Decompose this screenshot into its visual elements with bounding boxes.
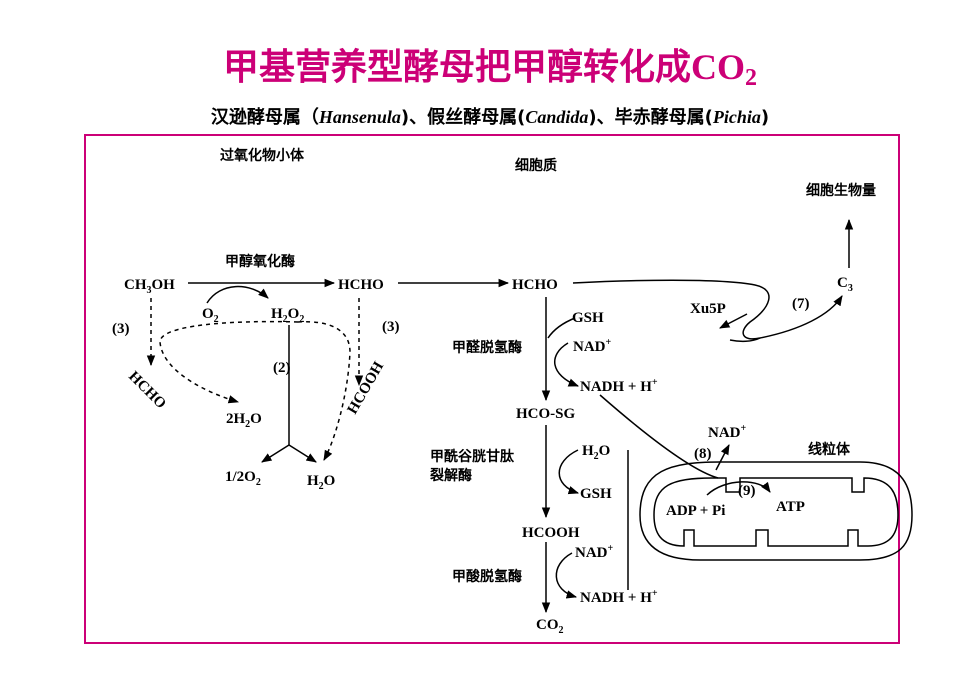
step-7: (7) bbox=[792, 296, 810, 312]
species-half-o2: 1/2O2 bbox=[225, 469, 261, 488]
step-2: (2) bbox=[273, 360, 291, 376]
species-nadh-1: NADH + H+ bbox=[580, 377, 658, 395]
species-hcho-rotated: HCHO bbox=[125, 369, 169, 413]
species-o2: O2 bbox=[202, 306, 219, 325]
species-atp: ATP bbox=[776, 499, 805, 515]
arrow-o2-to-h2o2 bbox=[206, 285, 269, 304]
arrow-nad-to-nadh-2 bbox=[555, 552, 578, 599]
arrow-adp-to-atp bbox=[706, 481, 771, 496]
arrow-dashed-to-h2o bbox=[297, 321, 351, 461]
species-ch3oh: CH3OH bbox=[124, 277, 175, 296]
species-gsh-out: GSH bbox=[580, 486, 612, 502]
arrow-to-xu5p bbox=[729, 337, 761, 343]
mitochondrion-cristae bbox=[653, 477, 899, 547]
arrow-nadh-to-mitochondrion bbox=[599, 394, 719, 479]
diagram-frame bbox=[84, 134, 900, 644]
species-hcho-peroxisome: HCHO bbox=[338, 277, 384, 293]
mitochondrion-outer bbox=[639, 461, 913, 561]
label-cytoplasm: 细胞质 bbox=[515, 157, 557, 174]
page-subtitle: 汉逊酵母属（Hansenula)、假丝酵母属(Candida)、毕赤酵母属(Pi… bbox=[210, 107, 770, 128]
arrow-to-nad-8 bbox=[715, 444, 730, 471]
arrow-to-half-o2 bbox=[261, 444, 290, 463]
species-hcooh-rotated: HCOOH bbox=[345, 359, 388, 417]
label-formylglutathione-hydrolase-1: 甲酰谷胱甘肽 bbox=[430, 448, 515, 465]
arrow-gsh-in bbox=[547, 317, 576, 339]
label-formaldehyde-dehydrogenase: 甲醛脱氢酶 bbox=[452, 339, 522, 356]
arrow-h2o-to-gsh bbox=[558, 449, 579, 495]
step-3-left: (3) bbox=[112, 321, 130, 337]
species-co2: CO2 bbox=[536, 617, 564, 636]
species-hcho-cytoplasm: HCHO bbox=[512, 277, 558, 293]
label-peroxisome: 过氧化物小体 bbox=[220, 147, 305, 164]
label-methanol-oxidase: 甲醇氧化酶 bbox=[225, 253, 295, 270]
species-h2o-2: H2O bbox=[582, 443, 610, 462]
species-hco-sg: HCO-SG bbox=[516, 406, 576, 422]
arrow-dashed-loop-to-2h2o bbox=[159, 320, 299, 404]
label-mitochondrion: 线粒体 bbox=[808, 441, 851, 458]
page-title: 甲基营养型酵母把甲醇转化成CO2 bbox=[222, 47, 757, 91]
species-nadh-2: NADH + H+ bbox=[580, 588, 658, 606]
species-gsh-in: GSH bbox=[572, 310, 604, 326]
step-3-right: (3) bbox=[382, 319, 400, 335]
species-h2o2: H2O2 bbox=[271, 306, 304, 325]
species-hcooh: HCOOH bbox=[522, 525, 580, 541]
species-nad-1: NAD+ bbox=[573, 337, 612, 355]
species-nad-mito: NAD+ bbox=[708, 423, 747, 441]
label-formate-dehydrogenase: 甲酸脱氢酶 bbox=[452, 568, 522, 585]
arrow-xu5p-tail bbox=[719, 313, 748, 329]
label-cell-biomass: 细胞生物量 bbox=[806, 182, 876, 199]
arrow-hcho-to-c3 bbox=[572, 279, 770, 340]
label-formylglutathione-hydrolase-2: 裂解酶 bbox=[429, 467, 472, 484]
step-8: (8) bbox=[694, 446, 712, 462]
arrow-c3-to-biomass bbox=[759, 295, 843, 339]
arrow-to-h2o bbox=[288, 444, 317, 463]
species-adp-pi: ADP + Pi bbox=[666, 503, 725, 519]
arrow-nad-to-nadh-1 bbox=[553, 342, 579, 387]
step-9: (9) bbox=[738, 483, 756, 499]
species-xu5p: Xu5P bbox=[690, 301, 726, 317]
species-h2o: H2O bbox=[307, 473, 335, 492]
species-nad-2: NAD+ bbox=[575, 543, 614, 561]
species-2h2o: 2H2O bbox=[226, 411, 262, 430]
species-c3: C3 bbox=[837, 275, 853, 294]
